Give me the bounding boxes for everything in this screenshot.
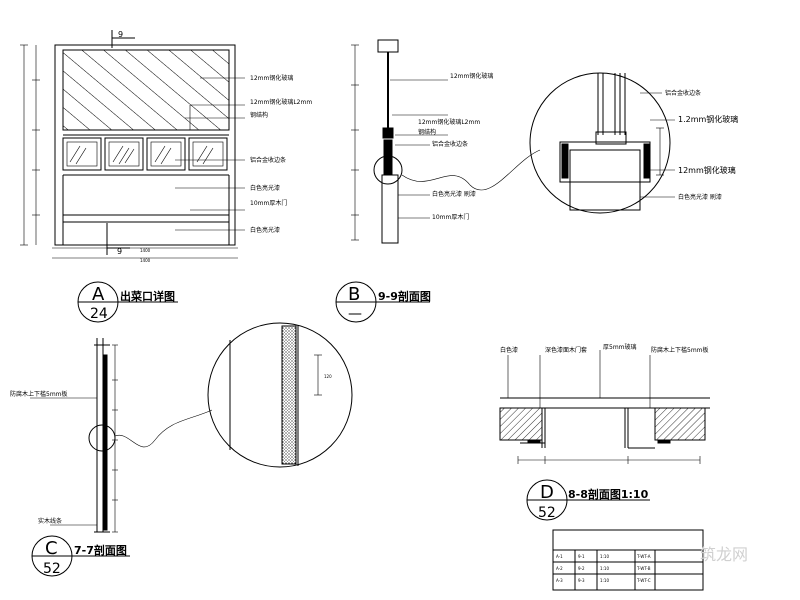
- drawing-d-title: 8-8剖面图1:10: [568, 487, 649, 501]
- title-block: A-1 9-1 1:10 T-WT-A A-2 9-2 1:10 T-WT-B …: [552, 529, 704, 591]
- title-block-r1-c0: A-2: [556, 566, 563, 571]
- drawing-a-dim-1: 1400: [140, 248, 151, 253]
- drawing-a-label-6: 白色亮光漆: [250, 226, 280, 234]
- drawing-d-label-2: 厚5mm玻璃: [603, 343, 637, 351]
- drawing-c-detail-circle: [207, 322, 353, 468]
- drawing-b-detail-label-3: 白色亮光漆 刷漆: [678, 193, 722, 201]
- drawing-a-label-1: 12mm钢化玻璃L2mm: [250, 98, 312, 106]
- title-block-r2-c3: T-WT-C: [636, 578, 651, 583]
- title-block-r2-c1: 9-3: [578, 578, 585, 583]
- drawing-a-marker-bottom: 9: [117, 247, 122, 256]
- title-block-r1-c1: 9-2: [578, 566, 585, 571]
- drawing-c-label-0: 防腐木上下槛5mm板: [10, 390, 68, 398]
- drawing-a-marker-top: 9: [118, 30, 123, 39]
- drawing-a-tag-number: 24: [90, 306, 108, 322]
- drawing-b-detail-circle: [529, 72, 671, 214]
- drawing-b-detail-label-0: 铝合金收边条: [665, 89, 701, 97]
- title-block-r0-c0: A-1: [556, 554, 563, 559]
- drawing-c-section: 防腐木上下槛5mm板 实木线条 120 C 52 7-7剖面图: [10, 322, 353, 577]
- drawing-b-label-3: 铝合金收边条: [432, 140, 468, 148]
- drawing-b-label-4: 白色亮光漆 刷漆: [432, 190, 476, 198]
- drawing-d-tag-letter: D: [540, 482, 554, 503]
- drawing-b-label-2: 钢结构: [418, 128, 436, 136]
- drawing-c-tag-number: 52: [43, 561, 61, 577]
- drawing-c-tag-letter: C: [45, 538, 58, 559]
- drawing-a-label-3: 铝合金收边条: [250, 156, 286, 164]
- title-block-r2-c0: A-3: [556, 578, 563, 583]
- drawing-b-label-5: 10mm厚木门: [432, 213, 469, 221]
- title-block-r0-c2: 1:10: [600, 554, 609, 559]
- drawing-b-tag-letter: B: [348, 284, 360, 305]
- drawing-a-title: 出菜口详图: [120, 289, 175, 303]
- drawing-b-section: 12mm钢化玻璃 12mm钢化玻璃L2mm 钢结构 铝合金收边条 白色亮光漆 刷…: [335, 39, 738, 323]
- drawing-b-label-1: 12mm钢化玻璃L2mm: [418, 118, 480, 126]
- title-block-r0-c3: T-WT-A: [636, 554, 651, 559]
- title-block-r1-c3: T-WT-B: [636, 566, 651, 571]
- drawing-b-label-0: 12mm钢化玻璃: [450, 72, 493, 80]
- drawing-c-title: 7-7剖面图: [74, 543, 127, 557]
- drawing-d-section: 白色漆 深色漆面木门套 厚5mm玻璃 防腐木上下槛5mm板 D 52 8-8剖面…: [499, 343, 710, 521]
- drawing-a-dim-2: 1400: [140, 258, 151, 263]
- drawing-b-detail-label-2: 12mm钢化玻璃: [678, 165, 736, 175]
- title-block-r0-c1: 9-1: [578, 554, 585, 559]
- drawing-a-label-2: 钢结构: [250, 111, 268, 119]
- drawing-b-detail-label-1: 1.2mm钢化玻璃: [678, 114, 738, 124]
- drawing-a-label-5: 10mm厚木门: [250, 199, 287, 207]
- title-block-r2-c2: 1:10: [600, 578, 609, 583]
- drawing-d-label-0: 白色漆: [500, 346, 518, 354]
- title-block-r1-c2: 1:10: [600, 566, 609, 571]
- drawing-d-label-1: 深色漆面木门套: [545, 346, 587, 354]
- drawing-a-tag-letter: A: [92, 284, 105, 305]
- drawing-a-label-4: 白色亮光漆: [250, 184, 280, 192]
- drawing-b-tag-number: —: [348, 306, 362, 322]
- drawing-b-title: 9-9剖面图: [378, 289, 431, 303]
- drawing-c-label-1: 实木线条: [38, 517, 62, 525]
- drawing-c-detail-dim: 120: [324, 374, 332, 379]
- drawing-d-label-3: 防腐木上下槛5mm板: [651, 346, 709, 354]
- drawing-a-elevation: 9 9 1400 1400 12mm钢化玻璃 12mm钢化玻璃L2mm 钢结构 …: [20, 30, 312, 323]
- drawing-d-tag-number: 52: [538, 505, 556, 521]
- watermark: 筑龙网: [700, 545, 748, 564]
- drawing-a-label-0: 12mm钢化玻璃: [250, 74, 293, 82]
